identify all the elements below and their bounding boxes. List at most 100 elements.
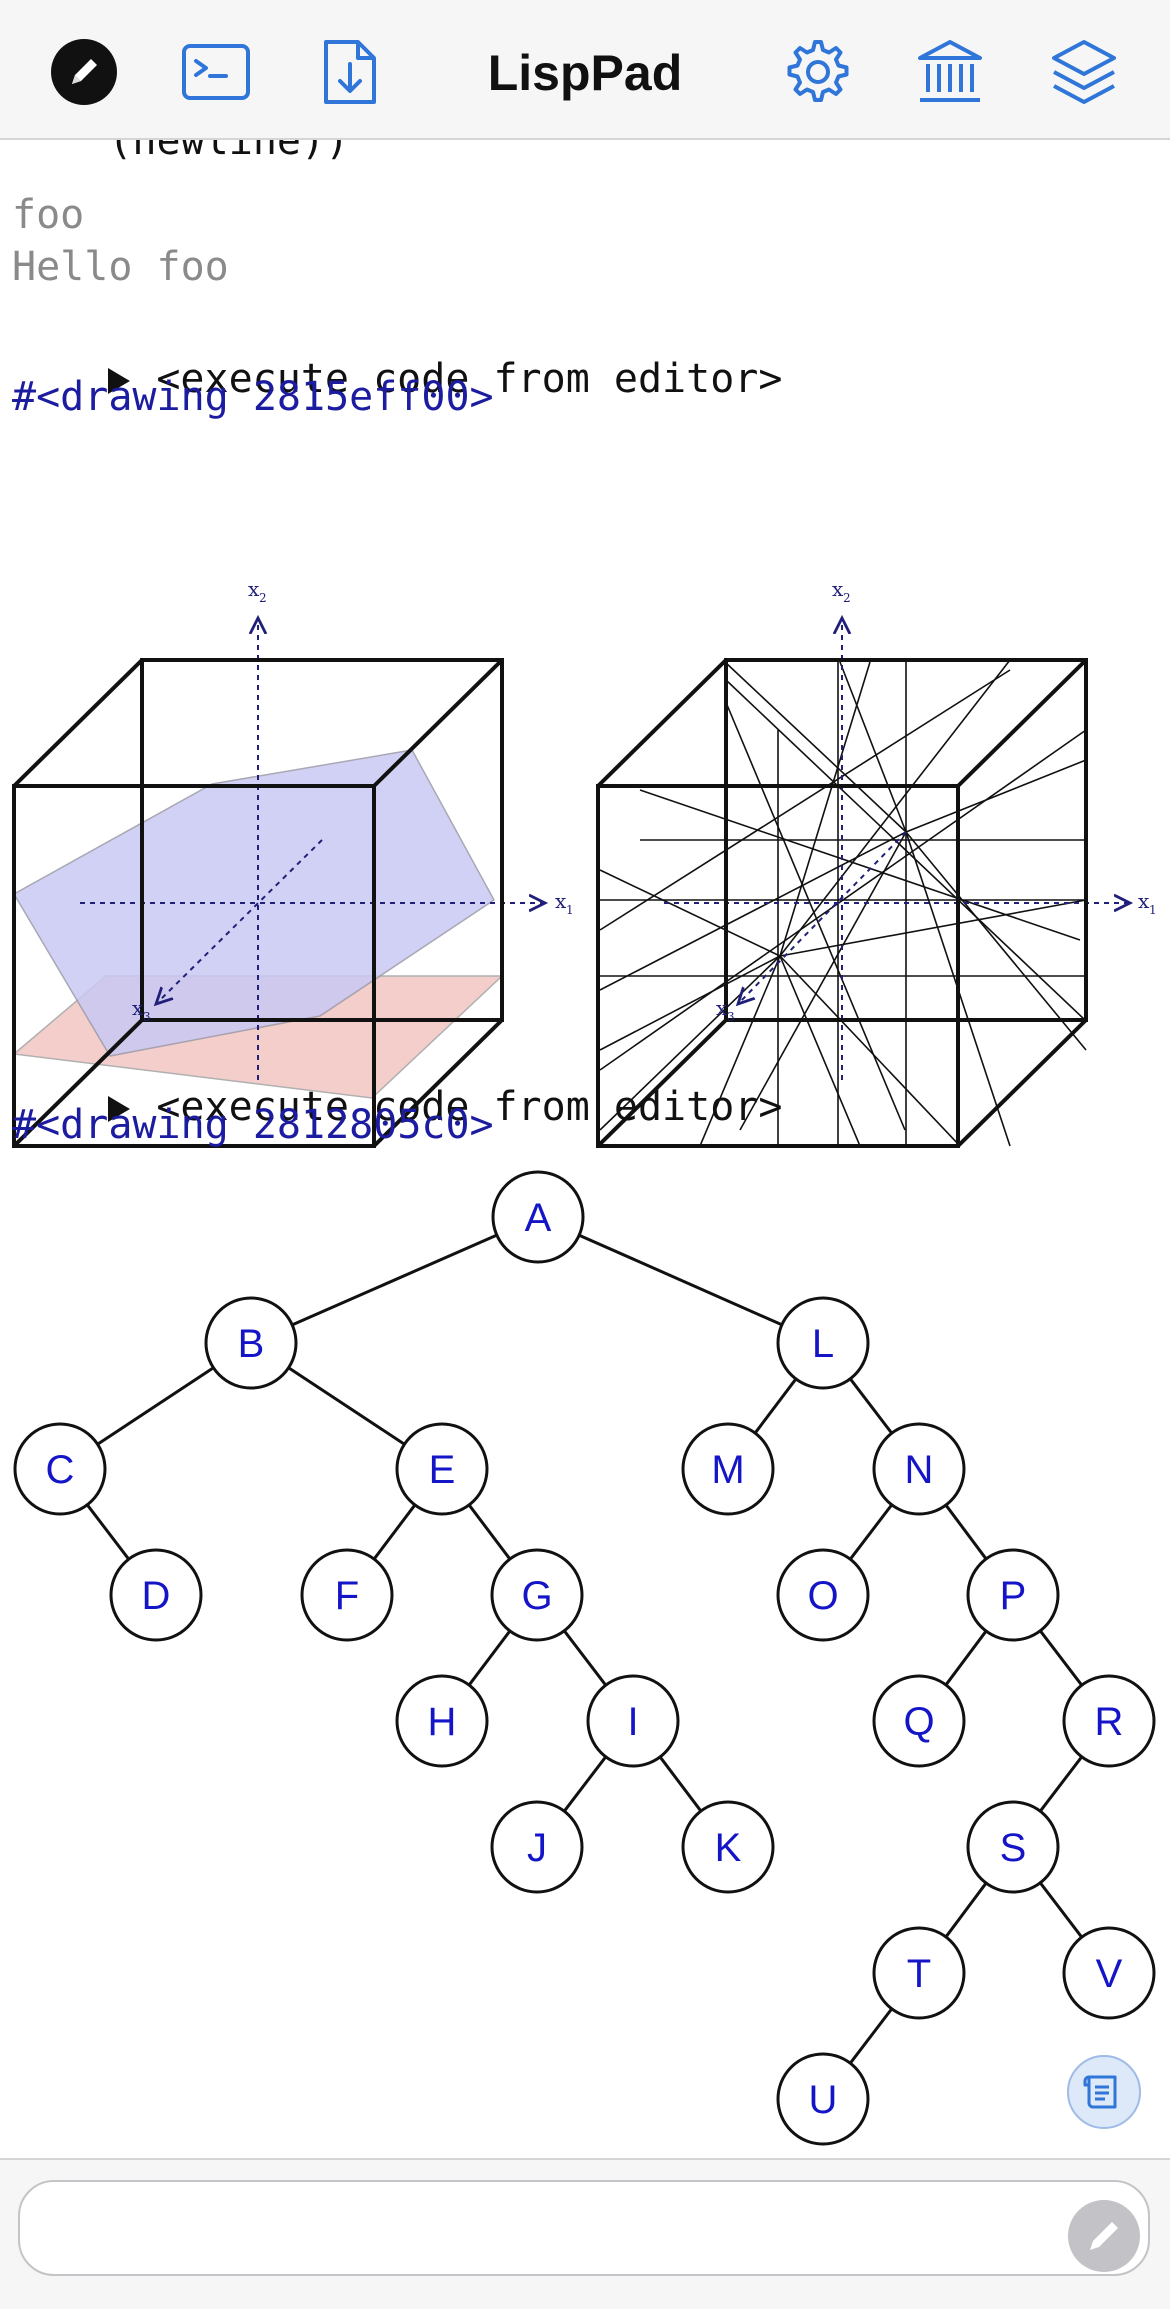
tree-node-circle	[776, 1548, 870, 1642]
layers-icon[interactable]	[1048, 36, 1120, 108]
tree-node-circle	[490, 1800, 584, 1894]
axis-label-x3-sub: 3	[727, 1010, 735, 1024]
tree-node-label: F	[335, 1574, 359, 1618]
axis-label-x3-sub: 3	[143, 1010, 151, 1024]
axis-label-x2-sub: 2	[259, 591, 267, 605]
tree-edge	[372, 1504, 417, 1560]
tree-node-label: A	[525, 1196, 552, 1240]
tree-node-label: C	[46, 1448, 75, 1492]
execute-command-entry[interactable]: <execute code from editor>	[12, 1038, 782, 1176]
tree-edge	[1039, 1755, 1083, 1813]
terminal-icon[interactable]	[180, 36, 252, 108]
cube-planes-left: x 2 x 1 x 3	[12, 577, 574, 1148]
axis-label-x3: x	[132, 996, 144, 1020]
tree-node-label: T	[907, 1952, 931, 1996]
axis-label-x1: x	[1138, 889, 1150, 913]
drawing-result: #<drawing 2815eff00>	[12, 374, 494, 420]
tree-node-circle	[872, 1926, 966, 2020]
tree-node-label: O	[807, 1574, 838, 1618]
input-bar	[0, 2158, 1170, 2309]
tree-node-label: S	[1000, 1826, 1027, 1870]
drawing-result: #<drawing 2812805c0>	[12, 1102, 494, 1148]
tree-node-label: M	[711, 1448, 744, 1492]
tree-edge	[578, 1233, 783, 1327]
tree-node-circle	[681, 1422, 775, 1516]
tree-node-label: P	[1000, 1574, 1027, 1618]
tree-edge	[944, 1630, 988, 1686]
tree-node-label: H	[428, 1700, 457, 1744]
output-line: Hello foo	[12, 244, 229, 290]
axis-label-x1-sub: 1	[566, 903, 574, 917]
pencil-icon	[1090, 2222, 1118, 2250]
expression-input[interactable]	[18, 2180, 1150, 2276]
axis-label-x2-sub: 2	[843, 591, 851, 605]
tree-edge	[86, 1503, 130, 1561]
edit-button[interactable]	[1068, 2200, 1140, 2272]
tree-node-circle	[204, 1296, 298, 1390]
tree-edge	[1039, 1629, 1083, 1687]
cube-drawing: x 2 x 1 x 3	[12, 577, 1157, 1148]
tree-node-circle	[1062, 1926, 1156, 2020]
tree-node-label: L	[812, 1322, 834, 1366]
tree-node-circle	[776, 2052, 870, 2146]
tree-node-circle	[491, 1170, 585, 1264]
axis-label-x2: x	[248, 577, 260, 601]
tree-node-label: Q	[903, 1700, 934, 1744]
top-toolbar: LispPad	[0, 0, 1170, 140]
disclosure-triangle-icon[interactable]	[108, 368, 131, 394]
tree-node-circle	[966, 1800, 1060, 1894]
tree-edge	[467, 1630, 512, 1686]
tree-node-circle	[681, 1800, 775, 1894]
tree-node-label: U	[809, 2078, 838, 2122]
tree-edge	[944, 1882, 988, 1938]
gear-icon[interactable]	[782, 36, 854, 108]
axis-label-x1-sub: 1	[1149, 903, 1157, 917]
tree-node-label: D	[142, 1574, 171, 1618]
tree-node-circle	[872, 1674, 966, 1768]
tree-edge	[96, 1366, 215, 1446]
tree-edge	[467, 1504, 512, 1560]
tree-node-circle	[966, 1548, 1060, 1642]
tree-edge	[287, 1366, 406, 1446]
tree-edge	[849, 1503, 893, 1561]
scroll-to-end-button[interactable]	[1067, 2055, 1141, 2129]
tree-node-label: J	[527, 1826, 547, 1870]
tree-node-circle	[13, 1422, 107, 1516]
edit-pencil-icon[interactable]	[48, 36, 120, 108]
console-output[interactable]: (newline)) foo Hello foo <execute code f…	[0, 140, 1170, 2158]
tree-node-circle	[586, 1674, 680, 1768]
command-label: <execute code from editor>	[156, 1084, 783, 1130]
tree-node-circle	[395, 1674, 489, 1768]
execute-command-entry[interactable]: <execute code from editor>	[12, 310, 782, 448]
disclosure-triangle-icon[interactable]	[108, 1096, 131, 1122]
cube-lattice-right: x 2 x 1 x 3	[596, 577, 1157, 1148]
tree-node-label: E	[429, 1448, 456, 1492]
library-icon[interactable]	[914, 36, 986, 108]
command-label: <execute code from editor>	[156, 356, 783, 402]
tree-edge	[753, 1378, 798, 1434]
scroll-icon	[1083, 2075, 1117, 2109]
tree-node-circle	[872, 1422, 966, 1516]
tree-edge	[849, 2007, 893, 2065]
tree-node-circle	[490, 1548, 584, 1642]
output-line: foo	[12, 192, 85, 238]
tree-node-label: K	[715, 1826, 742, 1870]
tree-node-circle	[109, 1548, 203, 1642]
document-download-icon[interactable]	[314, 36, 386, 108]
tree-node-label: G	[521, 1574, 552, 1618]
app-title: LispPad	[487, 45, 683, 101]
axis-label-x2: x	[832, 577, 844, 601]
tree-node-circle	[776, 1296, 870, 1390]
axis-label-x3: x	[716, 996, 728, 1020]
tree-edge	[563, 1629, 607, 1687]
tree-node-label: B	[238, 1322, 265, 1366]
tree-edge	[563, 1755, 607, 1813]
tree-edge	[944, 1504, 988, 1560]
tree-node-label: I	[627, 1700, 638, 1744]
tree-edge	[658, 1756, 703, 1812]
tree-node-circle	[1062, 1674, 1156, 1768]
partial-code-line: (newline))	[12, 140, 350, 164]
tree-node-circle	[395, 1422, 489, 1516]
tree-edge	[1039, 1881, 1083, 1939]
